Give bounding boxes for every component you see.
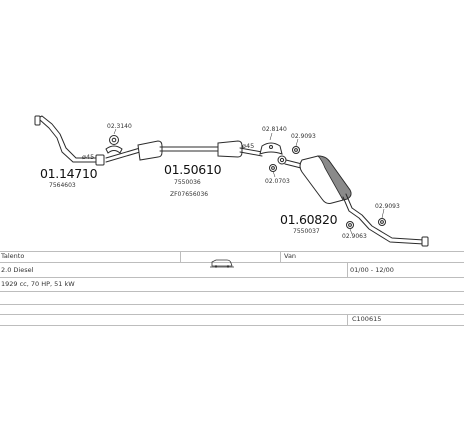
vehicle-model: Talento <box>1 252 25 260</box>
clamp-a-label: 02.3140 <box>107 123 132 130</box>
table-rule <box>0 314 464 315</box>
table-divider <box>347 262 348 277</box>
vehicle-years: 01/00 - 12/00 <box>350 266 394 274</box>
exhaust-diagram: ø45 01.14710 7564603 02.3140 01.50610 75… <box>34 115 429 247</box>
clamp-f-label: 02.9063 <box>342 233 367 240</box>
table-rule <box>0 277 464 278</box>
part-ref-2b: ZF07656036 <box>170 191 208 198</box>
clamp-b-icon <box>259 142 287 165</box>
pipe-diameter-1: ø45 <box>82 153 94 161</box>
clamp-d-label: 02.0703 <box>265 178 290 185</box>
clamp-e-icon <box>378 218 386 226</box>
vehicle-spec: 1929 cc, 70 HP, 51 kW <box>1 280 75 288</box>
table-rule <box>0 251 464 252</box>
clamp-f-icon <box>346 221 354 229</box>
table-divider <box>180 251 181 262</box>
clamp-a-icon <box>105 135 123 154</box>
part-number-1: 01.14710 <box>40 166 98 181</box>
pipe-diameter-2: ø45 <box>242 142 254 150</box>
rear-silencer <box>284 155 429 247</box>
part-ref-2a: 7550036 <box>174 179 201 186</box>
table-rule <box>0 291 464 292</box>
clamp-e-label: 02.9093 <box>375 203 400 210</box>
clamp-c-icon <box>292 146 300 154</box>
table-rule <box>0 304 464 305</box>
clamp-d-icon <box>269 164 277 172</box>
part-ref-3: 7550037 <box>293 228 320 235</box>
part-number-3: 01.60820 <box>280 212 338 227</box>
vehicle-body: Van <box>284 252 297 260</box>
catalog-code: C100615 <box>352 315 382 323</box>
clamp-c-label: 02.9093 <box>291 133 316 140</box>
clamp-b-label: 02.8140 <box>262 126 287 133</box>
middle-pipe <box>105 140 263 163</box>
table-divider <box>280 251 281 262</box>
van-silhouette-icon <box>210 253 234 268</box>
front-pipe <box>34 115 105 166</box>
part-number-2: 01.50610 <box>164 162 222 177</box>
vehicle-engine: 2.0 Diesel <box>1 266 34 274</box>
part-ref-1: 7564603 <box>49 182 76 189</box>
table-divider <box>347 314 348 325</box>
table-rule <box>0 262 464 263</box>
table-rule <box>0 325 464 326</box>
